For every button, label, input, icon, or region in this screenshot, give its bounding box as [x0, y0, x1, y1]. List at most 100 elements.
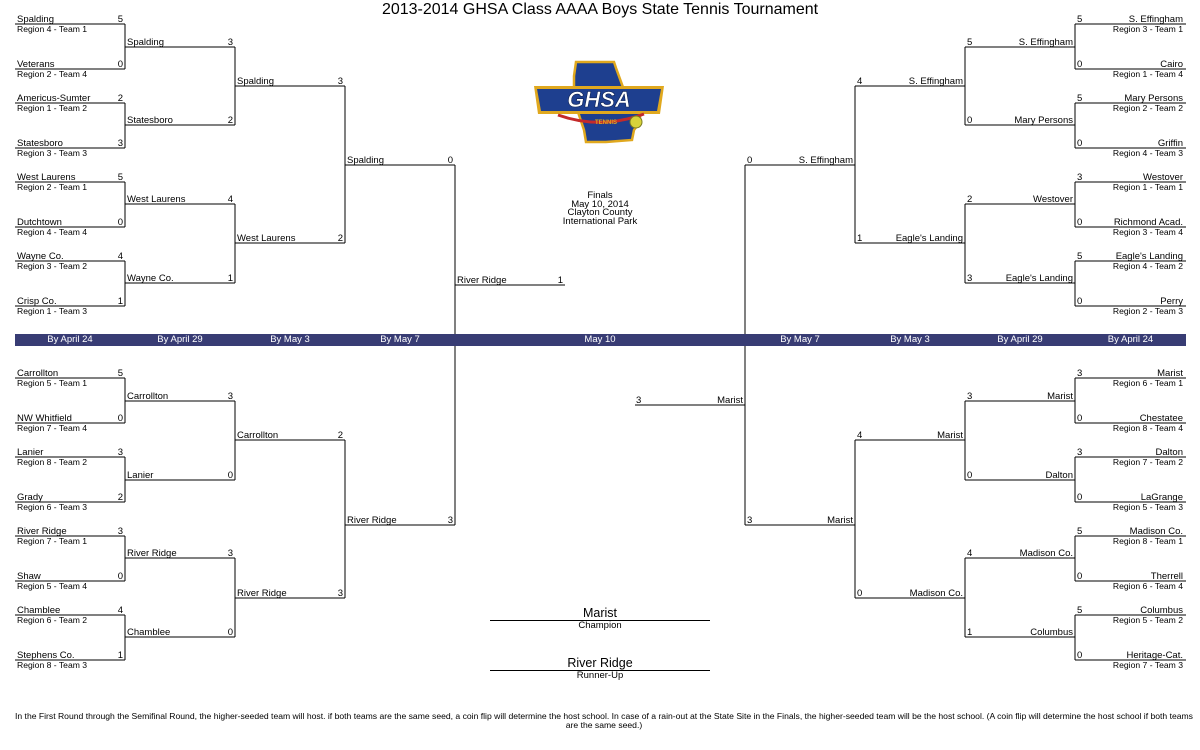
- left_bottom-r1-team: Stephens Co.: [17, 650, 75, 661]
- finals-venue: International Park: [562, 215, 638, 227]
- round-label-left-r1: By April 24: [47, 334, 93, 345]
- runner-up-caption: Runner-Up: [576, 670, 624, 681]
- round-label-right-r2: By April 29: [997, 334, 1043, 345]
- left_top-r1-team: West Laurens: [17, 172, 76, 183]
- left_top-r2-score: 4: [227, 194, 233, 205]
- left_bottom-r2-team: Lanier: [127, 470, 154, 481]
- right_bottom-r1-score: 5: [1077, 526, 1083, 537]
- round-label-finals: May 10: [584, 334, 616, 345]
- left_bottom-r2-score: 3: [227, 391, 233, 402]
- right_bottom-r2-team: Madison Co.: [1019, 548, 1073, 559]
- left_bottom-r1-seed: Region 8 - Team 3: [17, 660, 88, 670]
- right_bottom-r1-team: Dalton: [1155, 447, 1183, 458]
- left_top-r3-score: 3: [337, 76, 343, 87]
- right_bottom-r1-score: 0: [1077, 571, 1083, 582]
- left_top-r1-seed: Region 2 - Team 1: [17, 182, 88, 192]
- left_bottom-r3-team: Carrollton: [237, 430, 279, 441]
- left_top-r2-score: 3: [227, 37, 233, 48]
- right_bottom-r1-seed: Region 7 - Team 3: [1112, 660, 1183, 670]
- finals-county: Clayton County: [567, 207, 633, 218]
- left_bottom-r1-score: 2: [117, 492, 123, 503]
- left_bottom-r1-seed: Region 8 - Team 2: [17, 457, 88, 467]
- left_top-r1-team: Statesboro: [17, 138, 63, 149]
- left_top-r1-seed: Region 4 - Team 4: [17, 227, 88, 237]
- left_bottom-r1-team: Lanier: [17, 447, 44, 458]
- right_top-r1-seed: Region 1 - Team 1: [1112, 182, 1183, 192]
- right_top-r1-score: 3: [1077, 172, 1083, 183]
- right_top-r1-score: 0: [1077, 138, 1083, 149]
- right_top-r1-team: S. Effingham: [1128, 14, 1183, 25]
- right_bottom-r1-score: 0: [1077, 492, 1083, 503]
- right_bottom-r1-seed: Region 6 - Team 1: [1112, 378, 1183, 388]
- right_top-r2-team: Mary Persons: [1014, 115, 1073, 126]
- right_top-r2-team: Eagle's Landing: [1005, 273, 1073, 284]
- round-label-left-r2: By April 29: [157, 334, 203, 345]
- round-dates-bar: [15, 334, 1186, 346]
- left_bottom-r1-team: Grady: [17, 492, 43, 503]
- right_top-r1-team: Westover: [1143, 172, 1183, 183]
- left_bottom-r1-seed: Region 5 - Team 1: [17, 378, 88, 388]
- right_top-r1-seed: Region 3 - Team 4: [1112, 227, 1183, 237]
- right_top-r1-score: 0: [1077, 296, 1083, 307]
- right_top-r2-score: 3: [967, 273, 973, 284]
- finals-label: Finals: [587, 190, 613, 201]
- right_top-r2-score: 2: [967, 194, 973, 205]
- left-finalist-team: River Ridge: [457, 275, 507, 286]
- right_top-r2-score: 0: [967, 115, 973, 126]
- left_bottom-r1-seed: Region 7 - Team 1: [17, 536, 88, 546]
- right_bottom-r1-seed: Region 7 - Team 2: [1112, 457, 1183, 467]
- right_bottom-r1-team: Therrell: [1150, 571, 1183, 582]
- round-label-right-r3: By May 3: [890, 334, 930, 345]
- left_bottom-r1-team: Carrollton: [17, 368, 59, 379]
- right_top-r2-score: 5: [967, 37, 973, 48]
- left_bottom-r4-team: River Ridge: [347, 515, 397, 526]
- left_top-r2-team: Spalding: [127, 37, 164, 48]
- right_bottom-r2-score: 0: [967, 470, 973, 481]
- right_bottom-r4-team: Marist: [827, 515, 853, 526]
- right_top-r2-team: Westover: [1033, 194, 1073, 205]
- round-label-left-r4: By May 7: [380, 334, 420, 345]
- right_top-r1-score: 0: [1077, 59, 1083, 70]
- right_bottom-r1-team: Heritage-Cat.: [1126, 650, 1184, 661]
- right_bottom-r1-team: LaGrange: [1140, 492, 1183, 503]
- right_bottom-r1-score: 3: [1077, 368, 1083, 379]
- right_top-r3-score: 1: [857, 233, 863, 244]
- left_bottom-r1-score: 0: [117, 413, 123, 424]
- finals-info: Finals May 10, 2014 Clayton County Inter…: [530, 190, 670, 227]
- left_bottom-r1-score: 3: [117, 447, 123, 458]
- right_bottom-r2-score: 3: [967, 391, 973, 402]
- right_top-r1-seed: Region 3 - Team 1: [1112, 24, 1183, 34]
- page-title: 2013-2014 GHSA Class AAAA Boys State Ten…: [381, 1, 819, 18]
- right_top-r1-team: Griffin: [1157, 138, 1183, 149]
- left_bottom-r2-team: Chamblee: [127, 627, 171, 638]
- right_top-r1-team: Perry: [1160, 296, 1183, 307]
- runner-up-line: [490, 670, 710, 671]
- left_top-r3-score: 2: [337, 233, 343, 244]
- right_top-r1-score: 5: [1077, 251, 1083, 262]
- left_bottom-r1-seed: Region 6 - Team 2: [17, 615, 88, 625]
- ghsa-tennis-logo: GHSA TENNIS: [534, 60, 664, 144]
- right_bottom-r3-team: Marist: [937, 430, 963, 441]
- left_bottom-r1-seed: Region 7 - Team 4: [17, 423, 88, 433]
- runner-up-name: River Ridge: [567, 656, 633, 670]
- right_top-r1-score: 5: [1077, 93, 1083, 104]
- right_bottom-r1-score: 5: [1077, 605, 1083, 616]
- right_top-r4-team: S. Effingham: [798, 155, 853, 166]
- left_top-r1-score: 5: [117, 172, 123, 183]
- left_top-r1-seed: Region 4 - Team 1: [17, 24, 88, 34]
- right_top-r3-score: 4: [857, 76, 863, 87]
- left_bottom-r1-score: 3: [117, 526, 123, 537]
- left_top-r1-score: 5: [117, 14, 123, 25]
- left_top-r1-team: Americus-Sumter: [17, 93, 91, 104]
- right_bottom-r1-team: Columbus: [1140, 605, 1183, 616]
- right_bottom-r1-score: 0: [1077, 650, 1083, 661]
- left_top-r1-score: 0: [117, 217, 123, 228]
- left_bottom-r1-score: 1: [117, 650, 123, 661]
- left_top-r1-team: Spalding: [17, 14, 54, 25]
- finals-date: May 10, 2014: [571, 198, 629, 210]
- right_top-r1-seed: Region 1 - Team 4: [1112, 69, 1183, 79]
- left_bottom-r1-seed: Region 6 - Team 3: [17, 502, 88, 512]
- left_top-r1-seed: Region 3 - Team 2: [17, 261, 88, 271]
- left_bottom-r1-team: Chamblee: [17, 605, 61, 616]
- right_bottom-r4-score: 3: [747, 515, 753, 526]
